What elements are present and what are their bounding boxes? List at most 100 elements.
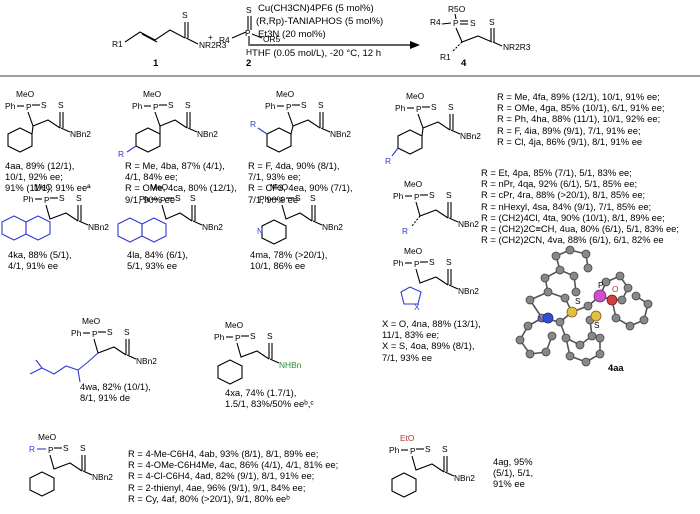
- svg-text:P: P: [414, 192, 420, 202]
- svg-text:S: S: [59, 193, 65, 203]
- reactant-2-structure: R4 P S OR5 H 2: [219, 5, 281, 69]
- structure-4ag: EtO Ph P S S NBn2: [389, 433, 475, 498]
- svg-text:P: P: [235, 333, 241, 343]
- svg-text:P: P: [410, 446, 416, 456]
- svg-text:S: S: [185, 100, 191, 110]
- thione-s: S: [489, 17, 495, 27]
- svg-text:NBn2: NBn2: [458, 219, 479, 229]
- svg-text:MeO: MeO: [404, 179, 423, 189]
- condition-base: Et3N (20 mol%): [258, 29, 326, 40]
- svg-text:NBn2: NBn2: [88, 222, 109, 232]
- svg-text:S: S: [318, 100, 324, 110]
- svg-text:MeO: MeO: [276, 89, 295, 99]
- svg-text:S: S: [431, 102, 437, 112]
- svg-text:S: S: [295, 193, 301, 203]
- svg-text:P: P: [416, 104, 422, 114]
- svg-text:P: P: [280, 195, 286, 205]
- result-4wa: 4wa, 82% (10/1), 8/1, 91% de: [80, 381, 151, 404]
- svg-text:S: S: [190, 193, 196, 203]
- svg-text:S: S: [41, 100, 47, 110]
- svg-text:S: S: [267, 331, 273, 341]
- structure-4ka: MeO Ph P S S NBn2: [1, 182, 109, 241]
- svg-text:S: S: [58, 100, 64, 110]
- thione-s: S: [182, 10, 188, 20]
- s-atom: S: [470, 18, 476, 28]
- svg-text:Ph: Ph: [395, 103, 406, 113]
- compound-4-number: 4: [461, 58, 467, 69]
- svg-text:R: R: [402, 226, 408, 236]
- svg-text:S: S: [429, 257, 435, 267]
- structure-4na-4oa: MeO Ph P S S NBn2 X: [393, 246, 479, 312]
- amide-label: NR2R3: [503, 42, 531, 52]
- svg-text:S: S: [301, 100, 307, 110]
- result-4xa: 4xa, 74% (1.7/1), 1.5/1, 83%/50% eeᵇ,ᶜ: [225, 387, 314, 410]
- r4-label: R4: [430, 17, 441, 27]
- result-4pa-4va: R = Et, 4pa, 85% (7/1), 5/1, 83% ee; R =…: [481, 167, 680, 246]
- svg-text:MeO: MeO: [34, 182, 53, 192]
- svg-text:S: S: [63, 443, 69, 453]
- structure-4wa: MeO Ph P S S NBn2: [29, 316, 157, 383]
- svg-text:NBn2: NBn2: [322, 222, 343, 232]
- product-4-structure: R5O R4 P S R1 S NR2R3 4: [430, 4, 531, 69]
- svg-text:S: S: [168, 100, 174, 110]
- reaction-arrow: [250, 41, 420, 49]
- svg-text:S: S: [442, 444, 448, 454]
- svg-text:N: N: [538, 314, 544, 324]
- or5-label: OR5: [263, 34, 281, 44]
- svg-text:MeO: MeO: [38, 432, 57, 442]
- svg-text:Ph: Ph: [393, 191, 404, 201]
- svg-text:S: S: [310, 193, 316, 203]
- svg-text:S: S: [76, 193, 82, 203]
- svg-text:S: S: [80, 443, 86, 453]
- svg-text:P: P: [48, 445, 54, 455]
- svg-text:MeO: MeO: [143, 89, 162, 99]
- svg-text:Ph: Ph: [214, 332, 225, 342]
- svg-text:O: O: [612, 284, 619, 294]
- svg-text:Ph: Ph: [5, 101, 16, 111]
- reactant-1-structure: R1 S NR2R3 1: [112, 10, 227, 69]
- svg-text:NBn2: NBn2: [454, 473, 475, 483]
- svg-text:S: S: [575, 296, 581, 306]
- result-4na-4oa: X = O, 4na, 88% (13/1), 11/1, 83% ee; X …: [382, 318, 481, 363]
- svg-text:MeO: MeO: [404, 246, 423, 256]
- plus-sign: +: [208, 32, 213, 42]
- r1-label: R1: [112, 39, 123, 49]
- svg-text:S: S: [446, 257, 452, 267]
- svg-text:NBn2: NBn2: [458, 286, 479, 296]
- structure-4fa-4ja: MeO Ph P S S NBn2 R: [385, 91, 481, 166]
- svg-text:NBn2: NBn2: [70, 129, 91, 139]
- svg-text:S: S: [594, 320, 600, 330]
- svg-text:P: P: [44, 195, 50, 205]
- crystal-label: 4aa: [608, 362, 624, 373]
- svg-text:NBn2: NBn2: [202, 222, 223, 232]
- svg-text:MeO: MeO: [406, 91, 425, 101]
- svg-text:P: P: [160, 195, 166, 205]
- h-atom: H: [246, 47, 252, 57]
- structure-4aa: MeO Ph P S S NBn2: [5, 89, 91, 153]
- svg-text:Ph: Ph: [259, 194, 270, 204]
- structure-4pa-4va: MeO Ph P S S NBn2 R: [393, 179, 479, 236]
- svg-text:NBn2: NBn2: [330, 129, 351, 139]
- condition-catalyst: Cu(CH3CN)4PF6 (5 mol%): [258, 3, 374, 14]
- r1-label: R1: [440, 52, 451, 62]
- svg-text:Ph: Ph: [389, 445, 400, 455]
- svg-text:S: S: [124, 327, 130, 337]
- svg-text:NHBn: NHBn: [279, 360, 302, 370]
- r5o-label: R5O: [448, 4, 466, 14]
- svg-text:S: S: [446, 190, 452, 200]
- p-atom: P: [453, 18, 459, 28]
- result-4ab-4af: R = 4-Me-C6H4, 4ab, 93% (8/1), 8/1, 89% …: [128, 448, 339, 504]
- svg-text:Ph: Ph: [132, 101, 143, 111]
- compound-1-number: 1: [153, 58, 159, 69]
- svg-text:S: S: [448, 102, 454, 112]
- svg-text:P: P: [598, 280, 604, 290]
- svg-text:R: R: [29, 444, 35, 454]
- svg-text:MeO: MeO: [270, 182, 289, 192]
- svg-text:NBn2: NBn2: [136, 356, 157, 366]
- result-4fa-4ja: R = Me, 4fa, 89% (12/1), 10/1, 91% ee; R…: [497, 91, 665, 147]
- svg-text:P: P: [153, 102, 159, 112]
- svg-text:Ph: Ph: [393, 258, 404, 268]
- result-4ba-4ca: R = Me, 4ba, 87% (4/1), 4/1, 84% ee; R =…: [125, 160, 237, 205]
- svg-text:Ph: Ph: [139, 194, 150, 204]
